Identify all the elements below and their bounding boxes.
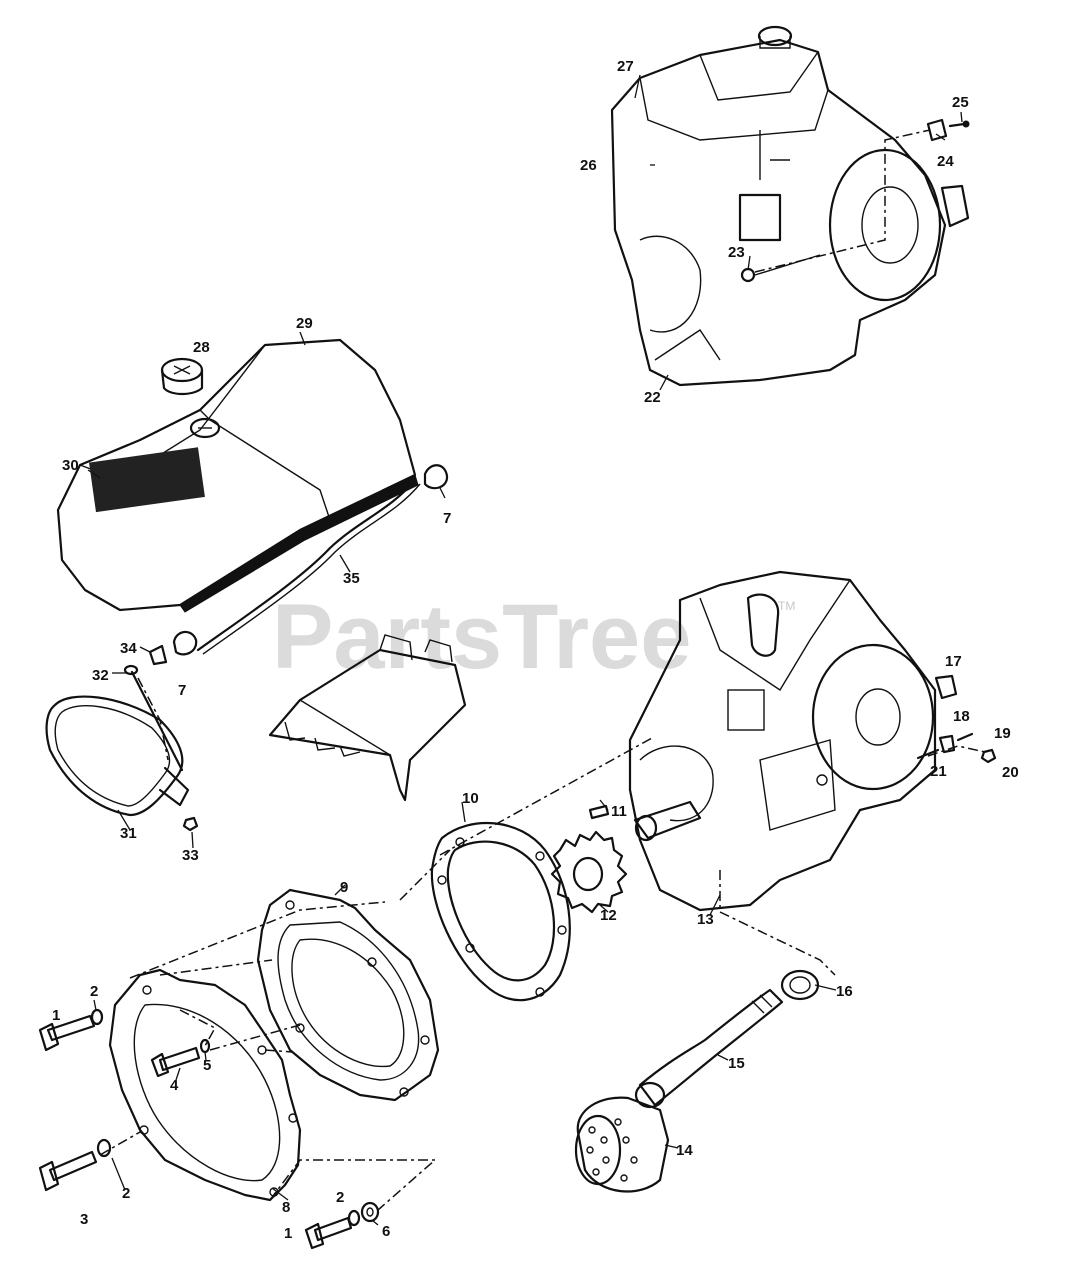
callout-19[interactable]: 19 (994, 725, 1011, 742)
callout-31[interactable]: 31 (120, 825, 137, 842)
callout-21[interactable]: 21 (930, 763, 947, 780)
watermark-trademark: TM (778, 599, 795, 613)
fuel-cap-28 (160, 357, 204, 396)
muffler-14 (574, 1096, 670, 1193)
callout-32[interactable]: 32 (92, 667, 109, 684)
callout-29[interactable]: 29 (296, 315, 313, 332)
callout-14[interactable]: 14 (676, 1142, 693, 1159)
callout-34[interactable]: 34 (120, 640, 137, 657)
tank-strap-31 (45, 695, 190, 817)
assembly-line-7 (399, 849, 451, 901)
screw-25-head (962, 120, 970, 128)
callout-23[interactable]: 23 (728, 244, 745, 261)
callout-1-upper[interactable]: 1 (52, 1007, 60, 1024)
key-11 (588, 804, 610, 820)
callout-22[interactable]: 22 (644, 389, 661, 406)
callout-6[interactable]: 6 (382, 1223, 390, 1240)
fuel-line-35 (196, 478, 417, 652)
callout-15[interactable]: 15 (728, 1055, 745, 1072)
callout-8[interactable]: 8 (282, 1199, 290, 1216)
clip-24 (926, 118, 948, 142)
assembly-line-6 (269, 1159, 437, 1211)
callout-2-lower[interactable]: 2 (336, 1189, 344, 1206)
callout-5[interactable]: 5 (203, 1057, 211, 1074)
callout-17[interactable]: 17 (945, 653, 962, 670)
hose-clamp-7-upper (423, 464, 449, 490)
clip-17 (934, 674, 958, 700)
bolt-1-upper (38, 1014, 96, 1052)
fuel-tank-drawing (56, 338, 419, 613)
washer-2-upper (90, 1008, 104, 1026)
callout-12[interactable]: 12 (600, 907, 617, 924)
callout-26[interactable]: 26 (580, 157, 597, 174)
callout-13[interactable]: 13 (697, 911, 714, 928)
screw-21 (916, 748, 940, 760)
bolt-3 (38, 1150, 98, 1192)
watermark-text: PartsTree (272, 586, 691, 688)
assembly-line-4 (209, 1024, 301, 1051)
bolt-32 (130, 670, 184, 772)
assembly-line-5 (99, 1049, 293, 1156)
screw-25 (948, 122, 966, 128)
callout-1-lower[interactable]: 1 (284, 1225, 292, 1242)
washer-2-middle (96, 1138, 112, 1158)
mounting-bracket-drawing (268, 634, 467, 802)
bolt-1-lower (304, 1216, 353, 1250)
exhaust-pipe-15 (634, 988, 784, 1109)
assembly-line-8 (439, 737, 653, 856)
assembly-line-12 (927, 745, 986, 757)
callout-2-middle[interactable]: 2 (122, 1185, 130, 1202)
gasket-10 (430, 821, 571, 1002)
assembly-line-1 (129, 901, 386, 979)
callout-20[interactable]: 20 (1002, 764, 1019, 781)
gasket-8 (108, 968, 302, 1202)
bracket-18 (938, 734, 956, 754)
fuel-line-35-edge (202, 483, 421, 655)
lower-engine-drawing (628, 570, 937, 912)
callout-10[interactable]: 10 (462, 790, 479, 807)
callout-25[interactable]: 25 (952, 94, 969, 111)
housing-plate-9 (256, 888, 440, 1102)
callout-24[interactable]: 24 (937, 153, 954, 170)
screw-34 (148, 644, 168, 666)
callout-11[interactable]: 11 (611, 803, 627, 820)
assembly-line-9 (719, 870, 836, 976)
leader-lines (87, 74, 963, 1226)
washer-6 (360, 1201, 380, 1223)
callout-27[interactable]: 27 (617, 58, 634, 75)
upper-engine-drawing (610, 25, 970, 387)
callout-3[interactable]: 3 (80, 1211, 88, 1228)
bolt-4 (150, 1046, 201, 1078)
assembly-line-2 (159, 959, 273, 976)
callout-4[interactable]: 4 (170, 1077, 179, 1094)
nut-33 (182, 816, 199, 832)
lock-washer-16 (780, 969, 820, 1001)
callout-7-upper[interactable]: 7 (443, 510, 451, 527)
assembly-line-10 (754, 129, 931, 273)
hose-clamp-7-lower (172, 630, 198, 656)
washer-5 (199, 1038, 211, 1054)
callout-33[interactable]: 33 (182, 847, 199, 864)
callout-18[interactable]: 18 (953, 708, 970, 725)
callout-7-lower[interactable]: 7 (178, 682, 186, 699)
callout-16[interactable]: 16 (836, 983, 853, 1000)
gear-12 (550, 830, 628, 914)
washer-6-hole (366, 1207, 374, 1217)
callout-28[interactable]: 28 (193, 339, 210, 356)
assembly-line-3 (179, 1009, 217, 1047)
callout-9[interactable]: 9 (340, 879, 348, 896)
callout-30[interactable]: 30 (62, 457, 79, 474)
callout-35[interactable]: 35 (343, 570, 360, 587)
assembly-line-11 (137, 677, 169, 761)
washer-2-lower (347, 1209, 361, 1227)
nut-20 (980, 748, 997, 764)
bolt-32-head (123, 664, 139, 676)
callout-2-upper[interactable]: 2 (90, 983, 98, 1000)
screw-19 (956, 732, 974, 742)
